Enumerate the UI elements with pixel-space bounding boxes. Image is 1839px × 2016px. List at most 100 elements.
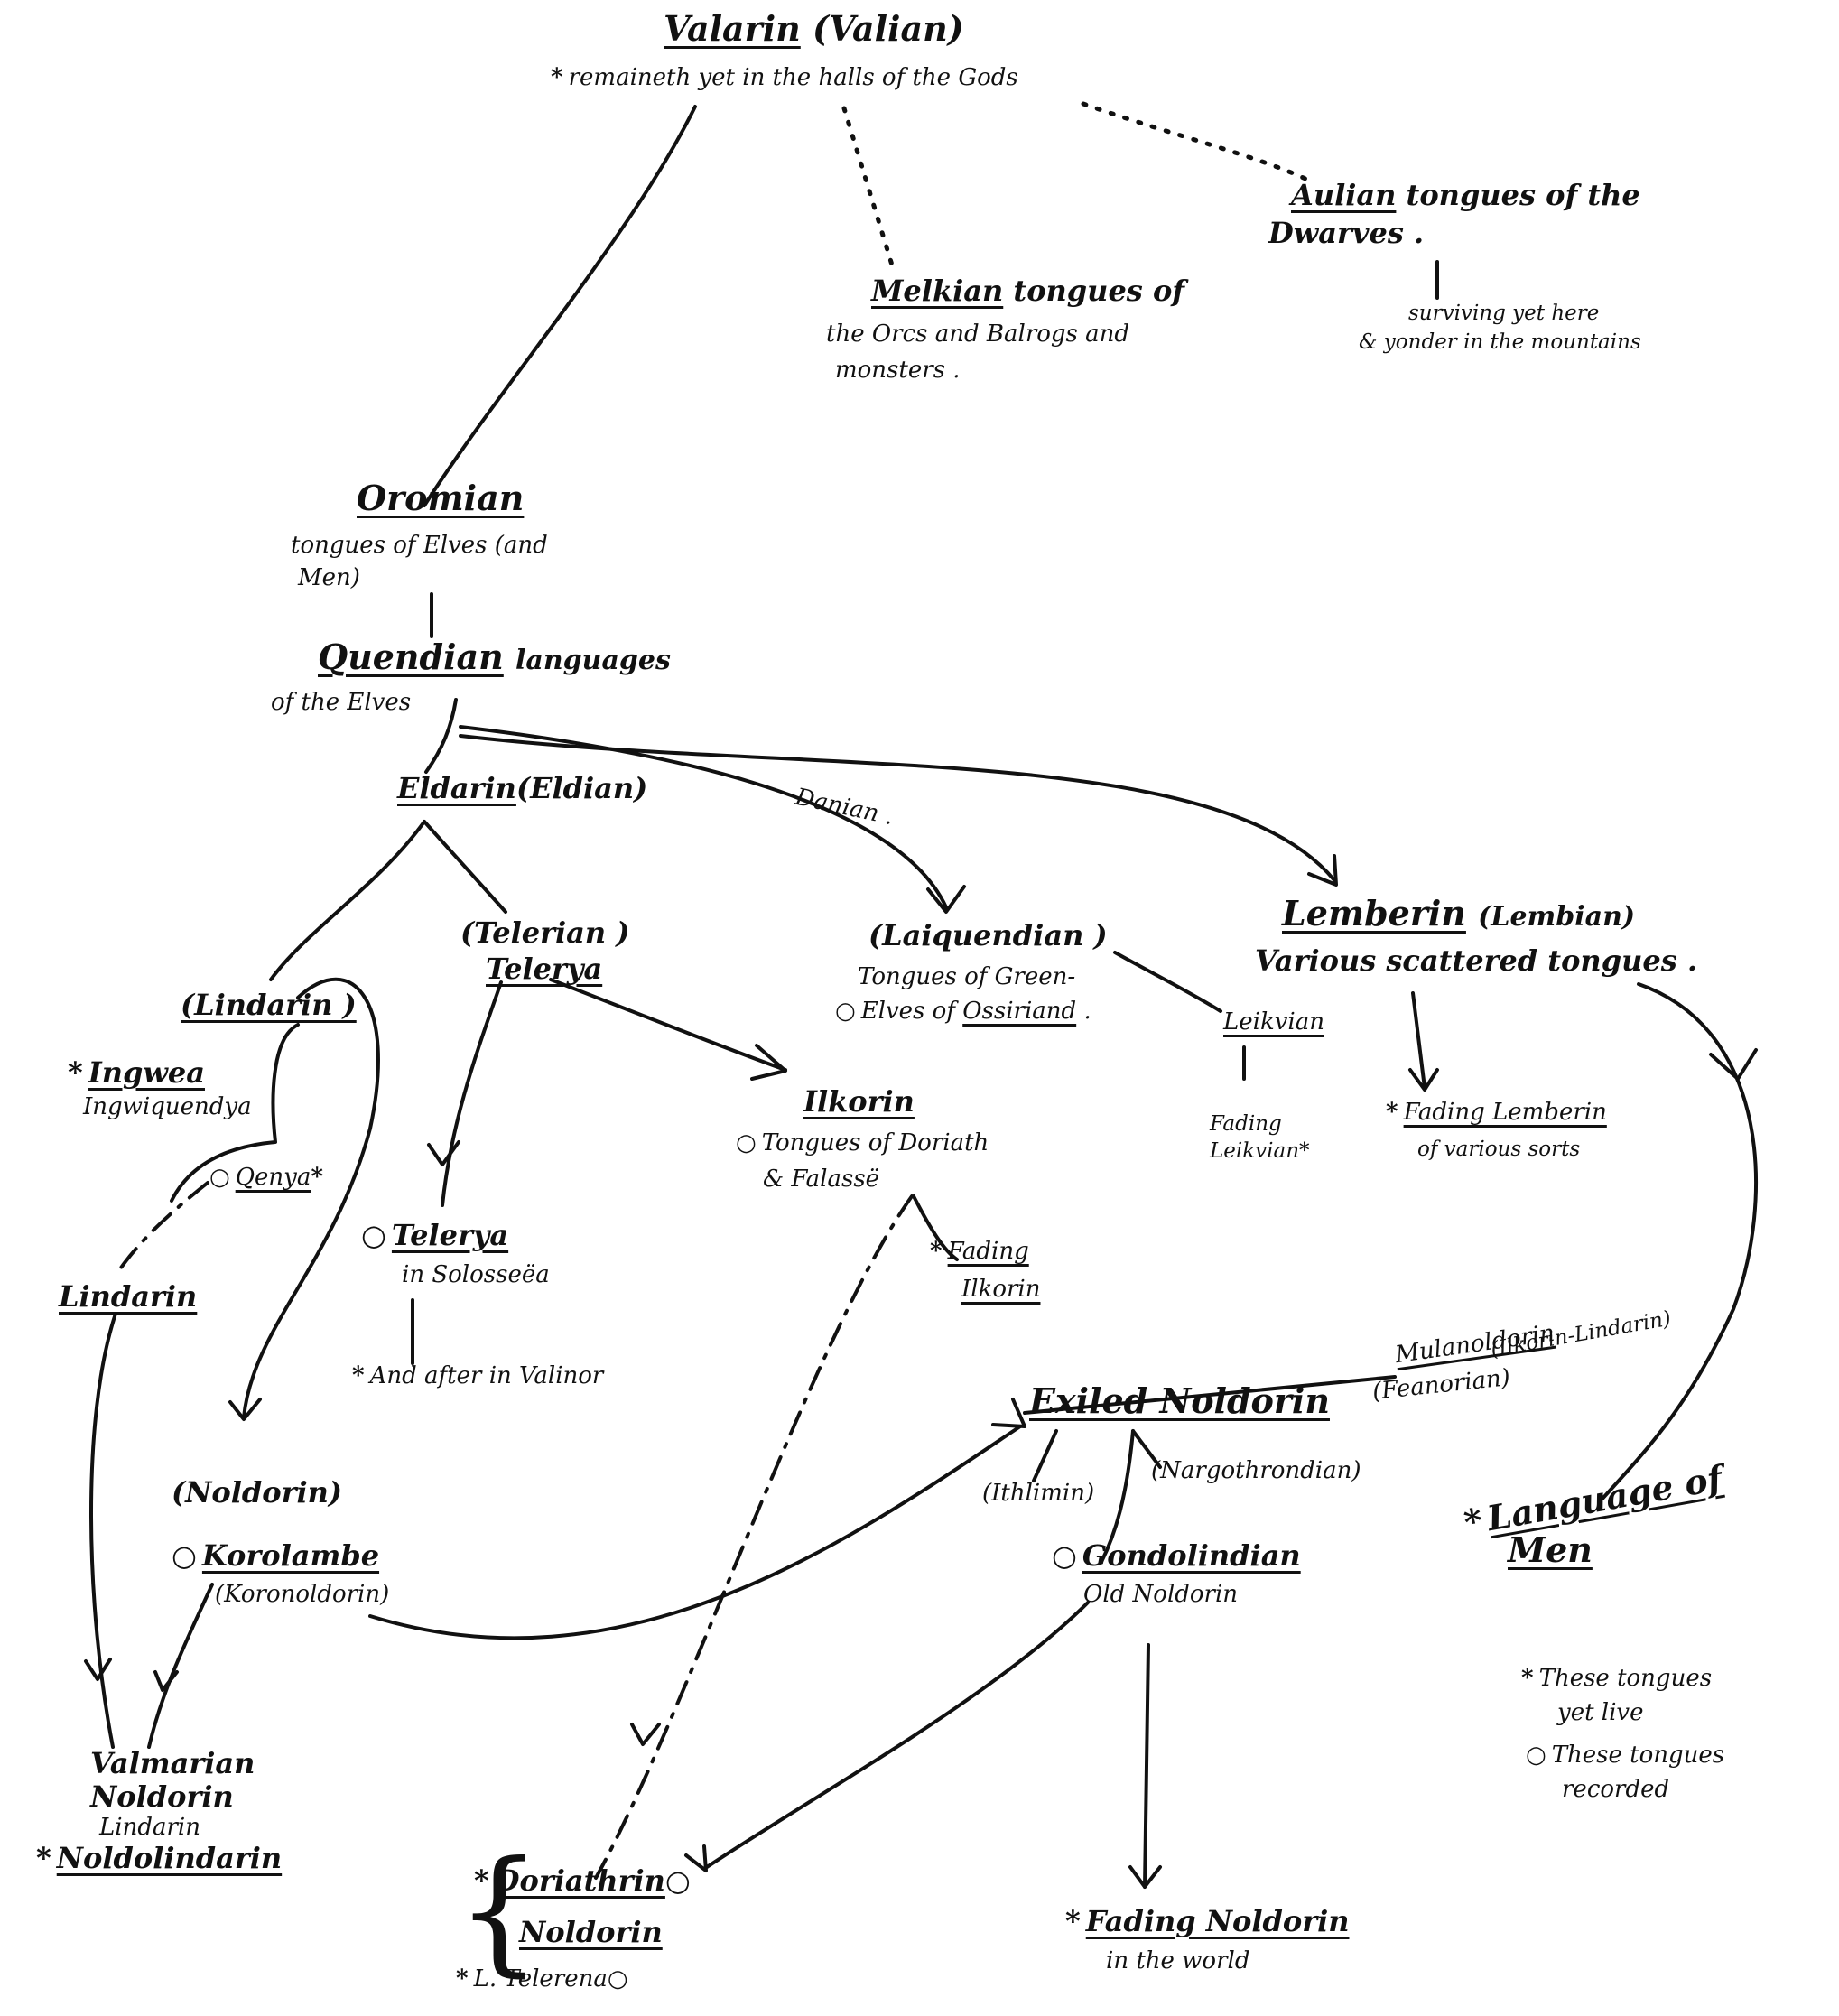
laiquendian-end: . xyxy=(1083,998,1091,1025)
fading-ilkorin-line1: Fading xyxy=(947,1238,1029,1265)
line-lindarin-noldorin xyxy=(242,977,380,1419)
telerya-valinor-row: ○Telerya xyxy=(361,1219,508,1252)
line-qenya-lindarin xyxy=(116,1181,209,1275)
arrow-telerya xyxy=(427,1140,460,1166)
andaster-text: And after in Valinor xyxy=(369,1362,604,1389)
gondolindian-name: Gondolindian xyxy=(1082,1538,1301,1573)
valarin-paren: (Valian) xyxy=(813,8,964,49)
aulian-note2: & yonder in the mountains xyxy=(1359,330,1641,354)
fading-ilkorin-row: *Fading xyxy=(930,1238,1029,1266)
line-quendian-lemberin xyxy=(459,734,1336,882)
line-lindarin-valmarian xyxy=(89,1312,117,1749)
ingwea-name: Ingwea xyxy=(88,1055,205,1090)
circle-mark: ○ xyxy=(664,1863,691,1898)
doriathrin-brace: { xyxy=(456,1833,543,1990)
line-eldarin-telerian xyxy=(423,820,507,914)
fading-noldorin-line2: in the world xyxy=(1106,1947,1250,1974)
star-mark: * xyxy=(930,1238,943,1265)
language-men-line2: Men xyxy=(1508,1529,1593,1570)
doriathrin-line3-row: *L. Telerena○ xyxy=(456,1965,634,1993)
quendian-line1: languages xyxy=(515,645,671,676)
arrow-men xyxy=(1709,1048,1758,1081)
valarin-note-row: *remaineth yet in the halls of the Gods xyxy=(551,64,1018,92)
line-quendian-laiquendian xyxy=(459,725,948,909)
line-gondolin-fading xyxy=(1143,1643,1150,1889)
lindarin-top-name: (Lindarin ) xyxy=(181,989,357,1022)
qenya-name: Qenya xyxy=(235,1164,311,1191)
fading-noldorin-line1: Fading Noldorin xyxy=(1085,1904,1350,1938)
melkian-line3: monsters . xyxy=(835,357,961,384)
valmarian-line3: Lindarin xyxy=(99,1814,200,1841)
gondolindian-sub: Old Noldorin xyxy=(1083,1581,1239,1608)
circle-mark: ○ xyxy=(209,1164,230,1191)
telerian-name: Telerya xyxy=(486,952,603,986)
line-lindarin-ingwea xyxy=(170,1023,300,1203)
line-ilkorin-doriathrin xyxy=(594,1194,914,1880)
laiquendian-place: Ossiriand xyxy=(962,998,1077,1025)
lemberin-note: Various scattered tongues . xyxy=(1255,943,1697,978)
melkian-name: Melkian xyxy=(871,274,1004,308)
telerya-valinor-name: Telerya xyxy=(391,1218,509,1252)
line-eldarin-lindarin xyxy=(269,820,426,981)
circle-mark: ○ xyxy=(835,998,856,1025)
line-telerya-ilkorin xyxy=(549,978,787,1072)
legend-star1: These tongues xyxy=(1538,1665,1713,1692)
star-mark: * xyxy=(1065,1904,1081,1938)
valarin-note: remaineth yet in the halls of the Gods xyxy=(568,64,1018,91)
valmarian-line2: Noldorin xyxy=(90,1779,234,1814)
star-mark: * xyxy=(36,1841,51,1875)
doriathrin-line2: Noldorin xyxy=(519,1915,663,1949)
line-quendian-eldarin xyxy=(424,698,458,774)
lemberin-paren: (Lembian) xyxy=(1478,901,1636,933)
ilkorin-name: Ilkorin xyxy=(803,1084,915,1119)
line-exiled-bar xyxy=(1023,1375,1397,1415)
lindarin-left-name: Lindarin xyxy=(59,1279,198,1314)
line-laiquendian-leikvian xyxy=(1113,951,1222,1013)
leikvian-fading2: Leikvian* xyxy=(1210,1139,1310,1163)
fading-lemberin-line2: of various sorts xyxy=(1417,1138,1581,1161)
aulian-line2: Dwarves . xyxy=(1268,216,1425,250)
line-ilkorin-fading xyxy=(912,1194,959,1261)
star-mark: * xyxy=(1386,1099,1398,1126)
qenya-row: ○Qenya* xyxy=(209,1164,329,1192)
arrow-valmarian-right xyxy=(153,1670,179,1692)
telerya-valinor-line2: in Solosseëa xyxy=(402,1261,550,1288)
exiled-noldorin-name: Exiled Noldorin xyxy=(1029,1380,1330,1421)
laiquendian-line2-row: ○Elves of Ossiriand . xyxy=(835,998,1091,1026)
doriathrin-line1-row: *Doriathrin○ xyxy=(474,1864,696,1898)
legend-star-row: *These tongues xyxy=(1521,1665,1713,1693)
arrow-doriathrin xyxy=(630,1723,661,1746)
eldarin-name: Eldarin xyxy=(397,771,516,805)
arrow-fading-lemberin xyxy=(1408,1068,1439,1092)
aulian-line1: tongues of the xyxy=(1406,178,1640,212)
arrow-laiquendian xyxy=(926,885,966,914)
oromian-line2: Men) xyxy=(298,564,360,591)
ingwea-row: *Ingwea xyxy=(68,1056,205,1090)
line-telerya-valinor xyxy=(441,980,503,1207)
ilkorin-line2: & Falassë xyxy=(763,1166,880,1193)
line-lemberin-men xyxy=(1601,982,1758,1500)
leikvian-fading1: Fading xyxy=(1210,1112,1282,1136)
ithlimin: (Ithlimin) xyxy=(982,1480,1095,1507)
circle-mark: ○ xyxy=(361,1218,386,1252)
melkian-line1: tongues of xyxy=(1013,274,1185,308)
line-exiled-gondolin xyxy=(1100,1429,1135,1564)
lemberin-name: Lemberin xyxy=(1282,893,1466,934)
leikvian-name: Leikvian xyxy=(1223,1008,1324,1036)
quendian-line2: of the Elves xyxy=(271,689,412,716)
line-exiled-ithlimin xyxy=(1032,1429,1058,1482)
legend-star-mark: * xyxy=(1521,1665,1534,1692)
legend-circle-mark: ○ xyxy=(1526,1742,1546,1769)
arrow-valmarian-left xyxy=(84,1658,112,1681)
valarin-name: Valarin xyxy=(664,8,801,49)
line-exiled-nargothrond xyxy=(1131,1429,1162,1469)
ingwea-sub: Ingwiquendya xyxy=(83,1093,252,1120)
node-aulian: Aulian tongues of the xyxy=(1291,179,1640,212)
star-mark: * xyxy=(474,1863,489,1898)
circle-mark: ○ xyxy=(172,1538,197,1573)
legend-star2: yet live xyxy=(1557,1699,1644,1726)
arrow-fading-noldorin xyxy=(1128,1865,1162,1889)
quendian-name: Quendian xyxy=(318,636,504,677)
ilkorin-line1-row: ○Tongues of Doriath xyxy=(736,1129,989,1157)
